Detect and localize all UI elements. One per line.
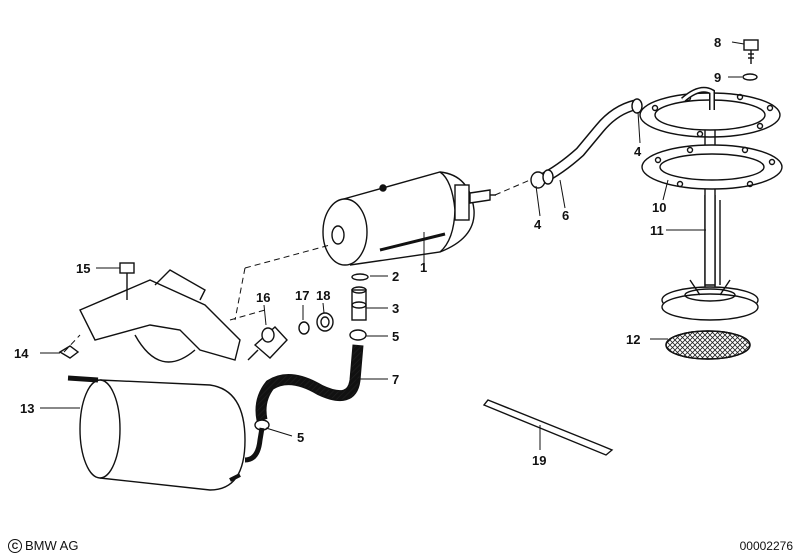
callout-4: 4 <box>634 144 642 159</box>
washer-part <box>742 73 758 81</box>
gasket-ring <box>641 144 783 190</box>
callout-15: 15 <box>76 261 90 276</box>
callout-9: 9 <box>714 70 721 85</box>
callout-7: 7 <box>392 372 399 387</box>
copyright-icon: C <box>8 538 22 553</box>
callout-17: 17 <box>295 288 309 303</box>
callout-6: 6 <box>562 208 569 223</box>
callout-11: 11 <box>650 223 664 238</box>
callout-10: 10 <box>652 200 666 215</box>
callout-5: 5 <box>392 329 399 344</box>
tank-sender-unit <box>639 39 783 360</box>
callout-3: 3 <box>392 301 399 316</box>
fuel-hose-lower <box>254 344 364 431</box>
callout-12: 12 <box>626 332 640 347</box>
expansion-tank <box>67 375 265 491</box>
leader-lines <box>40 41 745 450</box>
copyright-notice: C BMW AG <box>8 538 78 553</box>
pump-outlet-fittings <box>349 273 369 341</box>
rubber-mount <box>247 312 334 361</box>
tank-strap <box>482 399 614 456</box>
mounting-bracket <box>58 262 241 363</box>
fuel-pump <box>322 171 496 266</box>
assembly-lines <box>63 179 531 353</box>
callout-4: 4 <box>534 217 542 232</box>
image-number: 00002276 <box>739 539 793 553</box>
callout-5: 5 <box>297 430 304 445</box>
fuel-hose-upper <box>530 98 643 189</box>
callout-13: 13 <box>20 401 34 416</box>
callout-16: 16 <box>256 290 270 305</box>
callout-18: 18 <box>316 288 330 303</box>
brand-name: BMW AG <box>25 538 79 553</box>
callout-2: 2 <box>392 269 399 284</box>
callout-1: 1 <box>420 260 427 275</box>
bolt-part <box>743 39 759 64</box>
callout-14: 14 <box>14 346 29 361</box>
callout-8: 8 <box>714 35 721 50</box>
callout-labels: 1 2 3 4 4 5 5 6 7 8 9 10 11 12 13 14 15 … <box>14 35 721 468</box>
callout-19: 19 <box>532 453 546 468</box>
